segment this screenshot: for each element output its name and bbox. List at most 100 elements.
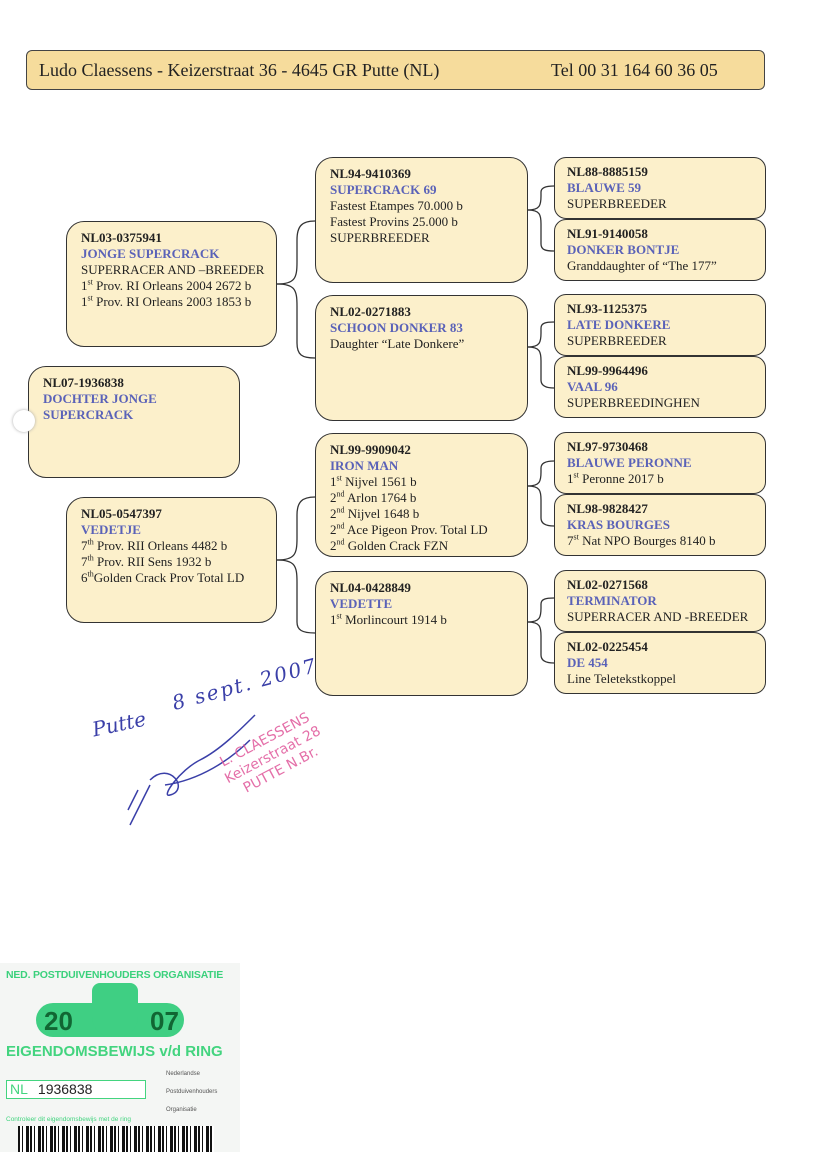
rank-suffix: th [87, 553, 94, 563]
achievement-line: 1st Nijvel 1561 b [330, 474, 527, 490]
pigeon-name: IRON MAN [330, 458, 399, 473]
achievement-text: Ace Pigeon Prov. Total LD [344, 522, 488, 537]
ring-number: NL91-9140058 [567, 226, 648, 241]
pigeon-name: TERMINATOR [567, 593, 657, 608]
pigeon-name: JONGE SUPERCRACK [81, 246, 220, 261]
rank: 7 [81, 538, 88, 553]
rank: 2 [330, 538, 337, 553]
npo-text-3: Organisatie [166, 1107, 197, 1113]
npo-line-1: Nederlandse [166, 1071, 200, 1077]
pigeon-name: SCHOON DONKER 83 [330, 320, 463, 335]
achievement-text: Peronne 2017 b [578, 471, 664, 486]
achievement-line: Fastest Provins 25.000 b [330, 214, 527, 230]
rank: 1 [330, 474, 337, 489]
ring-number: NL99-9909042 [330, 442, 411, 457]
rank-suffix: st [336, 611, 342, 621]
achievement-line: Line Teletekstkoppel [567, 671, 765, 687]
achievement-line: 2nd Ace Pigeon Prov. Total LD [330, 522, 527, 538]
npo-text-1: Nederlandse [166, 1071, 201, 1077]
pigeon-name: BLAUWE PERONNE [567, 455, 692, 470]
ring-number: NL02-0225454 [567, 639, 648, 654]
rank-suffix: th [87, 537, 94, 547]
ring-number: 1936838 [37, 1081, 93, 1097]
pigeon-name: BLAUWE 59 [567, 180, 642, 195]
pigeon-name: KRAS BOURGES [567, 517, 670, 532]
ring-number: NL02-0271568 [567, 577, 648, 592]
card-title: EIGENDOMSBEWIJS v/d RING [6, 1043, 223, 1060]
rank-suffix: nd [336, 505, 345, 515]
achievement-line: 1st Morlincourt 1914 b [330, 612, 527, 628]
achievement-line: 7st Nat NPO Bourges 8140 b [567, 533, 765, 549]
achievement-line: 1st Prov. RI Orleans 2003 1853 b [81, 294, 276, 310]
achievement-text: Fastest Etampes 70.000 b [330, 198, 463, 213]
rank-suffix: st [87, 277, 93, 287]
achievement-line: 7th Prov. RII Sens 1932 b [81, 554, 276, 570]
ring-number: NL99-9964496 [567, 363, 648, 378]
achievement-text: Nijvel 1648 b [344, 506, 420, 521]
achievement-line: 2nd Golden Crack FZN [330, 538, 527, 554]
achievement-line: 1st Peronne 2017 b [567, 471, 765, 487]
achievement-text: Golden Crack Prov Total LD [93, 570, 245, 585]
ring-number: NL02-0271883 [330, 304, 411, 319]
ring-number: NL88-8885159 [567, 164, 648, 179]
achievement-text: SUPERBREEDINGHEN [567, 395, 700, 410]
rank: 1 [567, 471, 574, 486]
rank: 1 [330, 612, 337, 627]
achievement-text: SUPERBREEDER [567, 196, 667, 211]
pigeon-name: DE 454 [567, 655, 608, 670]
achievement-line: SUPERBREEDER [567, 333, 765, 349]
achievement-text: Nijvel 1561 b [341, 474, 417, 489]
achievement-line: 2nd Nijvel 1648 b [330, 506, 527, 522]
pigeon-name: VEDETTE [330, 596, 393, 611]
achievement-text: Fastest Provins 25.000 b [330, 214, 458, 229]
pigeon-name: VAAL 96 [567, 379, 618, 394]
achievement-line: 1st Prov. RI Orleans 2004 2672 b [81, 278, 276, 294]
ring-number: NL97-9730468 [567, 439, 648, 454]
ring-number: NL98-9828427 [567, 501, 648, 516]
country-code: NL [10, 1081, 28, 1097]
ring-number: NL04-0428849 [330, 580, 411, 595]
card-note: Controleer dit eigendomsbewijs met de ri… [6, 1116, 132, 1123]
achievement-text: Daughter “Late Donkere” [330, 336, 465, 351]
ring-number: NL94-9410369 [330, 166, 411, 181]
year-right: 07 [150, 1006, 179, 1036]
rank-suffix: nd [336, 537, 345, 547]
pigeon-name: LATE DONKERE [567, 317, 671, 332]
rank: 2 [330, 506, 337, 521]
rank: 7 [567, 533, 574, 548]
achievement-text: Prov. RI Orleans 2004 2672 b [92, 278, 252, 293]
achievement-line: SUPERBREEDER [330, 230, 527, 246]
year-left: 20 [44, 1006, 73, 1036]
pigeon-name: VEDETJE [81, 522, 141, 537]
achievement-line: SUPERBREEDINGHEN [567, 395, 765, 411]
punch-hole [13, 410, 35, 432]
pigeon-name: SUPERCRACK 69 [330, 182, 437, 197]
achievement-line: 7th Prov. RII Orleans 4482 b [81, 538, 276, 554]
signature [127, 714, 256, 826]
achievement-line: 6thGolden Crack Prov Total LD [81, 570, 276, 586]
pigeon-name: DONKER BONTJE [567, 242, 680, 257]
breeder-telephone: Tel 00 31 164 60 36 05 [551, 60, 718, 80]
npo-text-2: Postduivenhouders [166, 1089, 218, 1095]
achievement-line: SUPERRACER AND -BREEDER [567, 609, 765, 625]
achievement-text: Golden Crack FZN [344, 538, 449, 553]
achievement-text: Prov. RI Orleans 2003 1853 b [92, 294, 252, 309]
ring-number: NL03-0375941 [81, 230, 162, 245]
ring-number: NL07-1936838 [43, 375, 124, 390]
ring-number: NL93-1125375 [567, 301, 648, 316]
pigeon-name: DOCHTER JONGE SUPERCRACK [43, 391, 157, 422]
breeder-address: Ludo Claessens - Keizerstraat 36 - 4645 … [39, 60, 440, 80]
achievement-text: SUPERBREEDER [567, 333, 667, 348]
rank-suffix: nd [336, 489, 345, 499]
achievement-line: SUPERRACER AND –BREEDER [81, 262, 276, 278]
rank-suffix: st [336, 473, 342, 483]
